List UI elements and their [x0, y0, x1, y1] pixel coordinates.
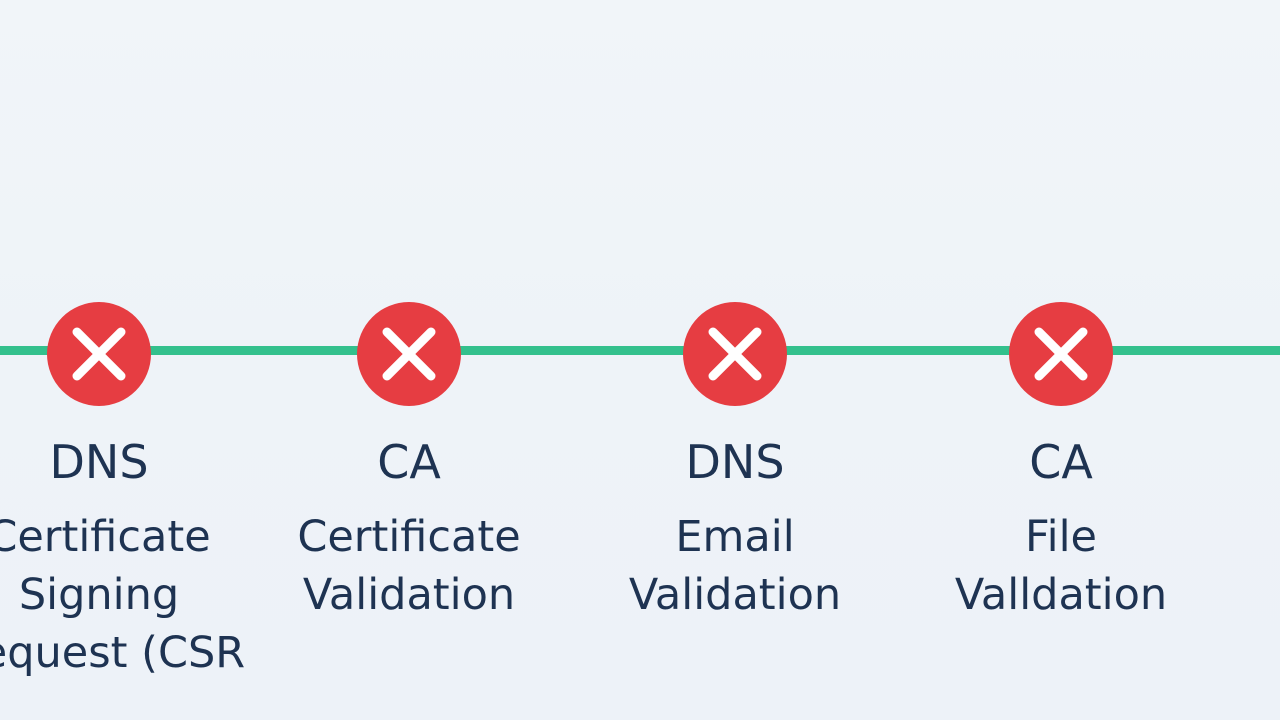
x-icon	[382, 327, 436, 381]
step-1-description: Certificate Signing Request (CSR	[0, 508, 279, 682]
step-1-heading: DNS	[49, 435, 149, 489]
step-3-description-line-2: Validation	[628, 570, 842, 620]
step-1-description-line-1: Certificate	[0, 512, 211, 562]
step-1-description-line-2: Signing	[18, 570, 180, 620]
x-icon	[708, 327, 762, 381]
step-2-description-line-1: Certificate	[297, 512, 521, 562]
step-1-failed-badge	[47, 302, 151, 406]
x-icon	[1034, 327, 1088, 381]
step-2-heading: CA	[377, 435, 441, 489]
step-4-description-line-1: File	[1025, 512, 1097, 562]
step-3-failed-badge	[683, 302, 787, 406]
step-4-failed-badge	[1009, 302, 1113, 406]
step-2-failed-badge	[357, 302, 461, 406]
timeline-connector	[0, 346, 1280, 355]
step-2-description-line-2: Validation	[302, 570, 516, 620]
step-1-description-line-3: Request (CSR	[0, 628, 246, 678]
step-4-heading: CA	[1029, 435, 1093, 489]
step-2-description: Certificate Validation	[229, 508, 589, 624]
step-3-description: Email Validation	[555, 508, 915, 624]
x-icon	[72, 327, 126, 381]
step-4-description-line-2: Valldation	[954, 570, 1168, 620]
step-3-heading: DNS	[685, 435, 785, 489]
step-3-description-line-1: Email	[675, 512, 795, 562]
step-4-description: File Valldation	[881, 508, 1241, 624]
